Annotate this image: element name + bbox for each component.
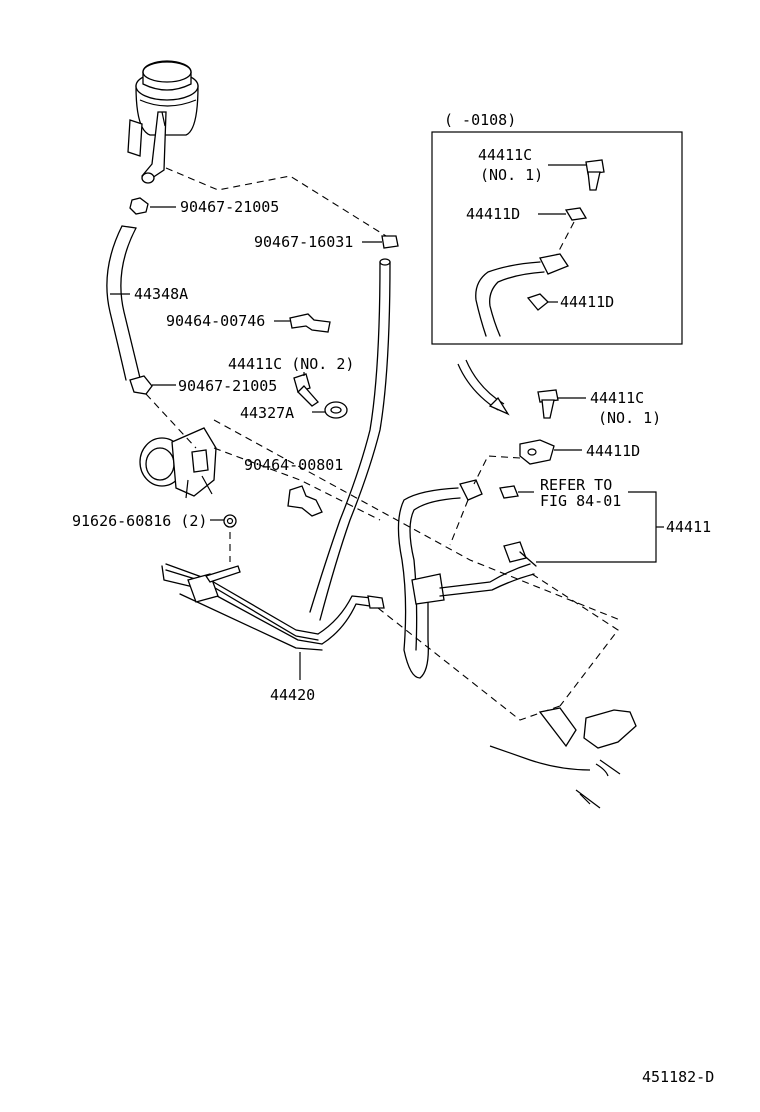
bolt-no2-drawing — [293, 372, 319, 407]
inset-clip-bottom-drawing — [526, 293, 558, 311]
clamp-bottom-drawing — [129, 375, 176, 395]
cooler-tube-drawing — [161, 563, 385, 680]
label-bolt-44411C-right-no: (NO. 1) — [598, 409, 661, 427]
label-bolt-91626-60816: 91626-60816 (2) — [72, 512, 207, 530]
inset-clip-top-drawing — [538, 207, 588, 221]
inset-frame — [431, 131, 683, 345]
label-clip-90464-00801: 90464-00801 — [244, 456, 343, 474]
leader-gear-upper — [531, 573, 619, 707]
inset-label-bolt-no1: (NO. 1) — [480, 166, 543, 184]
leader-fitting — [449, 499, 469, 546]
label-clamp-90467-21005-bottom: 90467-21005 — [178, 377, 277, 395]
figure-id: 451182-D — [642, 1068, 714, 1086]
label-hose-44348A: 44348A — [134, 285, 188, 303]
label-clamp-90467-16031: 90467-16031 — [254, 233, 353, 251]
inset-range-label: ( -0108) — [444, 111, 516, 129]
reservoir-tank-drawing — [127, 60, 199, 184]
label-bolt-44411C-right: 44411C — [590, 389, 644, 407]
pressure-tube-drawing — [309, 258, 391, 621]
leader-clip-d-right — [473, 455, 521, 485]
inset-label-bolt-44411C: 44411C — [478, 146, 532, 164]
label-gasket-44327A: 44327A — [240, 404, 294, 422]
clip-00746-drawing — [274, 313, 331, 333]
clip-d-right-drawing — [519, 439, 582, 465]
inset-hose-drawing — [475, 253, 569, 337]
label-clip-44411D-right: 44411D — [586, 442, 640, 460]
pump-drawing — [139, 427, 217, 499]
bolt-c-right-drawing — [537, 389, 586, 419]
leader-pump — [145, 393, 197, 449]
pressure-hose-assembly-drawing — [397, 479, 537, 679]
leader-clip-00801 — [213, 447, 381, 521]
arrow-from-inset — [457, 359, 510, 416]
clamp-top-drawing — [129, 197, 176, 215]
clamp-right-drawing — [362, 235, 399, 249]
label-bolt-44411C-no2: 44411C (NO. 2) — [228, 355, 354, 373]
inset-bolt-drawing — [548, 159, 605, 191]
label-clip-90464-00746: 90464-00746 — [166, 312, 265, 330]
fitting-refer-drawing — [499, 485, 534, 499]
steering-gear-drawing — [489, 707, 637, 809]
leader-reservoir-to-clamp — [165, 167, 387, 237]
return-hose-drawing — [106, 225, 141, 381]
label-tube-44420: 44420 — [270, 686, 315, 704]
gasket-drawing — [312, 401, 348, 419]
label-assembly-44411: 44411 — [666, 518, 711, 536]
clip-00801-drawing — [287, 485, 323, 517]
label-refer-to: REFER TO — [540, 476, 612, 494]
leader-pump-tube — [213, 419, 621, 621]
label-refer-fig: FIG 84-01 — [540, 492, 621, 510]
inset-label-clip-44411D-bottom: 44411D — [560, 293, 614, 311]
bolt-91626-drawing — [210, 514, 237, 528]
inset-label-clip-44411D-top: 44411D — [466, 205, 520, 223]
label-clamp-90467-21005-top: 90467-21005 — [180, 198, 279, 216]
